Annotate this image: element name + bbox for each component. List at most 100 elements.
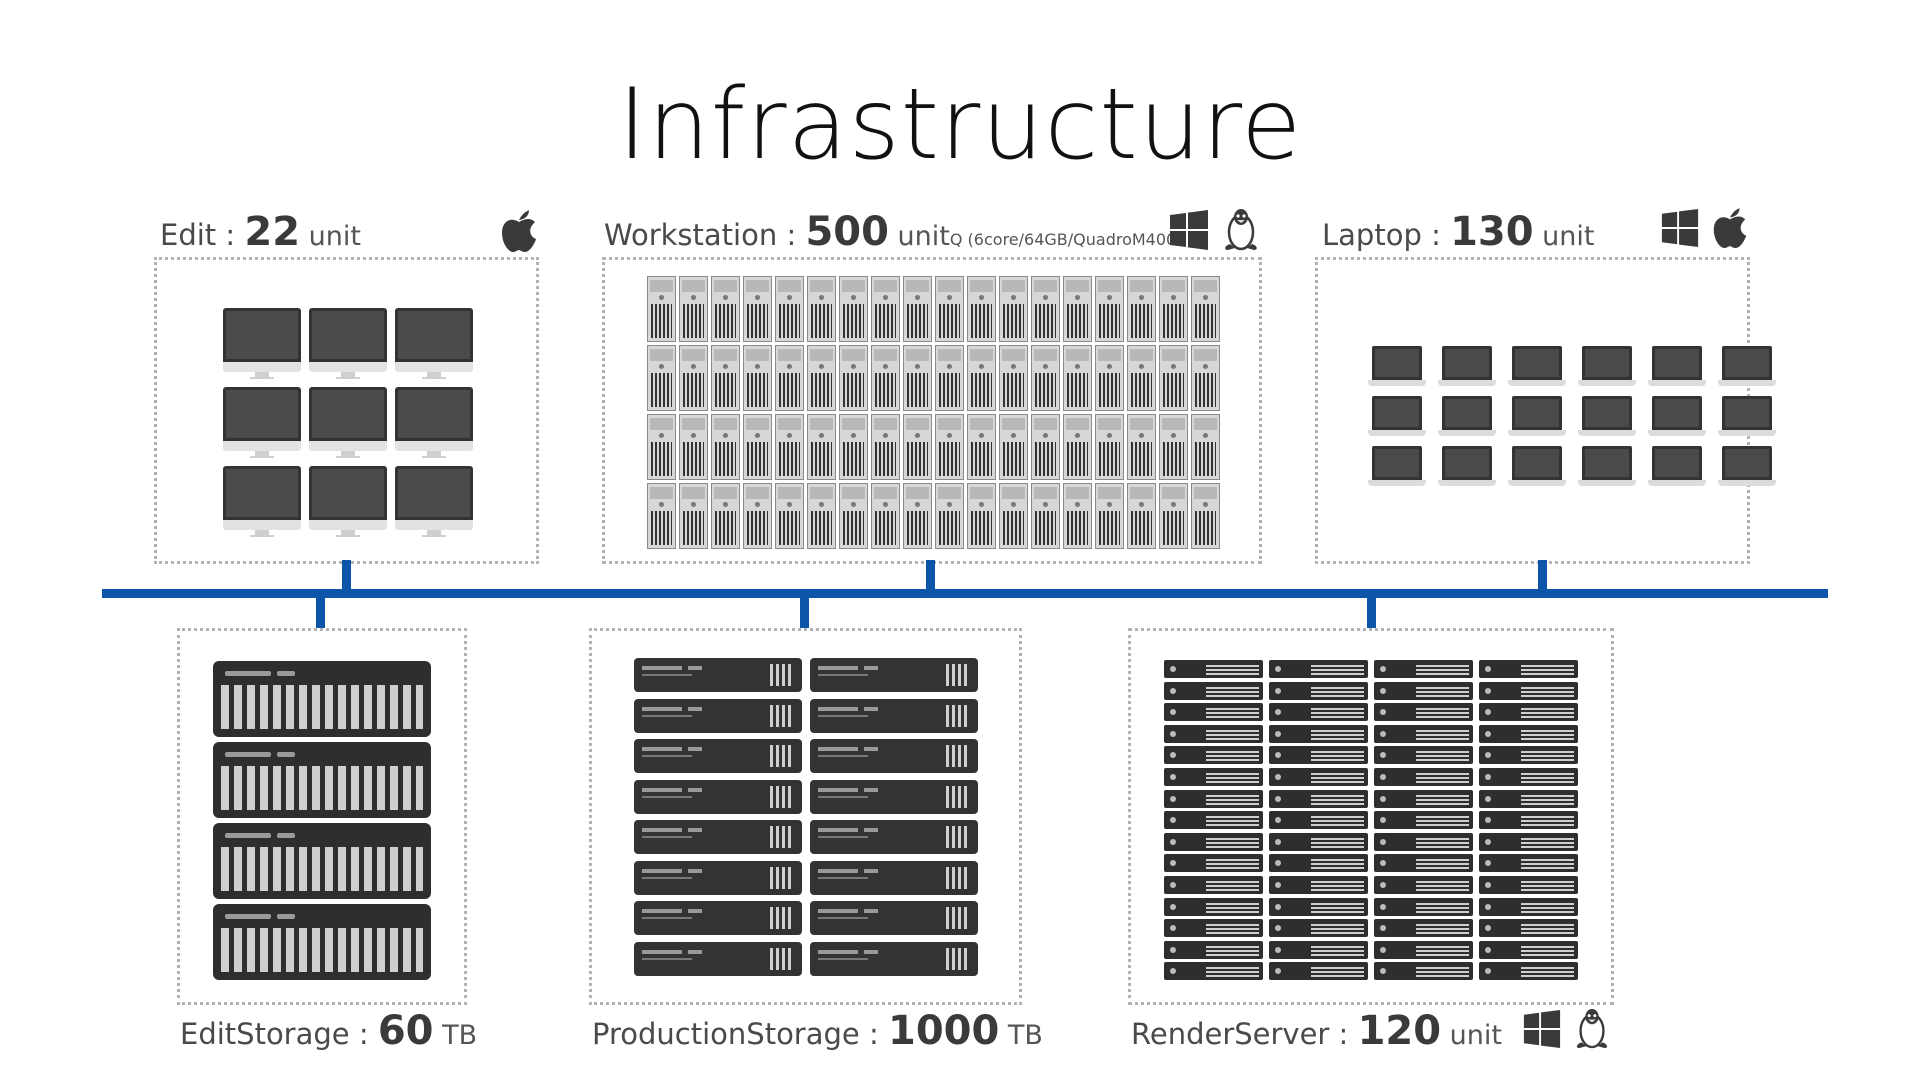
production-unit-grill <box>946 704 970 727</box>
blade-stripes <box>1206 900 1259 913</box>
blade-stripes <box>1311 771 1364 783</box>
render-server-sep: : <box>1329 1017 1358 1051</box>
production-unit-bar <box>688 949 702 954</box>
blade-stripes <box>1521 663 1574 675</box>
tower-power-dot <box>819 433 824 438</box>
production-unit-bar <box>864 909 878 913</box>
tower-top <box>906 487 929 499</box>
production-unit-bar <box>864 787 878 792</box>
render-blade-icon <box>1479 789 1578 808</box>
laptop-lid <box>1582 396 1632 430</box>
imac-chin <box>309 441 387 451</box>
tower-power-dot <box>883 502 888 507</box>
render-blade-icon <box>1164 832 1263 851</box>
imac-stand <box>341 372 355 377</box>
tower-top <box>1130 487 1153 499</box>
tower-vent <box>907 511 928 545</box>
render-blade-icon <box>1164 919 1263 938</box>
tower-vent <box>747 304 768 338</box>
laptop-icon <box>1438 396 1496 436</box>
blade-stripes <box>1416 943 1469 956</box>
laptop-base <box>1718 380 1776 386</box>
workstation-box <box>602 257 1262 564</box>
render-blade-icon <box>1374 962 1473 981</box>
laptop-lid <box>1722 396 1772 430</box>
workstation-tower-icon <box>711 414 740 480</box>
blade-stripes <box>1311 727 1364 740</box>
blade-led <box>1275 860 1281 867</box>
tower-top <box>970 487 993 499</box>
edit-storage-name: EditStorage <box>180 1017 350 1051</box>
tower-top <box>1034 487 1057 499</box>
tower-power-dot <box>787 433 792 438</box>
production-unit-bar <box>688 868 702 873</box>
blade-led <box>1380 730 1386 737</box>
imac-stand <box>427 372 441 377</box>
workstation-tower-icon <box>1159 483 1188 549</box>
blade-stripes <box>1206 835 1259 848</box>
imac-stand <box>341 451 355 456</box>
workstation-tower-icon <box>1191 483 1220 549</box>
imac-chin <box>309 362 387 372</box>
workstation-sep: : <box>777 218 806 252</box>
tower-top <box>1002 280 1025 292</box>
tower-power-dot <box>915 502 920 507</box>
blade-stripes <box>1311 922 1364 935</box>
tower-vent <box>1163 442 1184 476</box>
blade-stripes <box>1521 814 1574 827</box>
tower-top <box>650 418 673 430</box>
tower-power-dot <box>1203 433 1208 438</box>
workstation-tower-icon <box>839 276 868 342</box>
production-storage-unit-icon <box>810 698 978 733</box>
render-blade-icon <box>1374 897 1473 916</box>
blade-stripes <box>1521 922 1574 935</box>
blade-led <box>1170 774 1176 780</box>
laptop-name: Laptop <box>1322 218 1422 252</box>
tower-top <box>970 418 993 430</box>
blade-led <box>1275 687 1281 694</box>
tower-power-dot <box>1075 364 1080 369</box>
blade-led <box>1485 882 1491 888</box>
workstation-tower-icon <box>967 414 996 480</box>
render-blade-icon <box>1479 940 1578 959</box>
blade-stripes <box>1416 663 1469 675</box>
production-unit-grill <box>770 664 794 686</box>
tower-vent <box>875 373 896 407</box>
tower-vent <box>971 373 992 407</box>
production-unit-grill <box>770 866 794 889</box>
imac-chin <box>395 362 473 372</box>
blade-led <box>1380 687 1386 694</box>
blade-led <box>1485 687 1491 694</box>
tower-top <box>778 349 801 361</box>
laptop-base <box>1508 480 1566 486</box>
tower-vent <box>1131 442 1152 476</box>
tower-group <box>647 276 1220 549</box>
render-blade-icon <box>1479 681 1578 700</box>
blade-led <box>1485 795 1491 802</box>
laptop-icon <box>1648 446 1706 486</box>
tower-top <box>906 280 929 292</box>
tower-power-dot <box>787 295 792 300</box>
render-blade-icon <box>1479 897 1578 916</box>
workstation-tower-icon <box>679 483 708 549</box>
imac-screen <box>223 387 301 441</box>
workstation-tower-icon <box>647 414 676 480</box>
production-unit-bar <box>818 868 858 873</box>
render-blade-icon <box>1374 768 1473 786</box>
tower-vent <box>1003 511 1024 545</box>
workstation-tower-icon <box>903 414 932 480</box>
production-unit-grill <box>770 826 794 848</box>
workstation-tower-icon <box>839 345 868 411</box>
tower-vent <box>683 511 704 545</box>
tower-power-dot <box>1011 295 1016 300</box>
laptop-icon <box>1368 396 1426 436</box>
render-blade-icon <box>1374 811 1473 830</box>
tower-power-dot <box>851 433 856 438</box>
imac-screen <box>309 308 387 362</box>
production-unit-grill <box>770 947 794 970</box>
tower-vent <box>1003 304 1024 338</box>
tower-vent <box>843 442 864 476</box>
edit-sep: : <box>216 218 245 252</box>
tower-power-dot <box>979 364 984 369</box>
workstation-tower-icon <box>807 414 836 480</box>
